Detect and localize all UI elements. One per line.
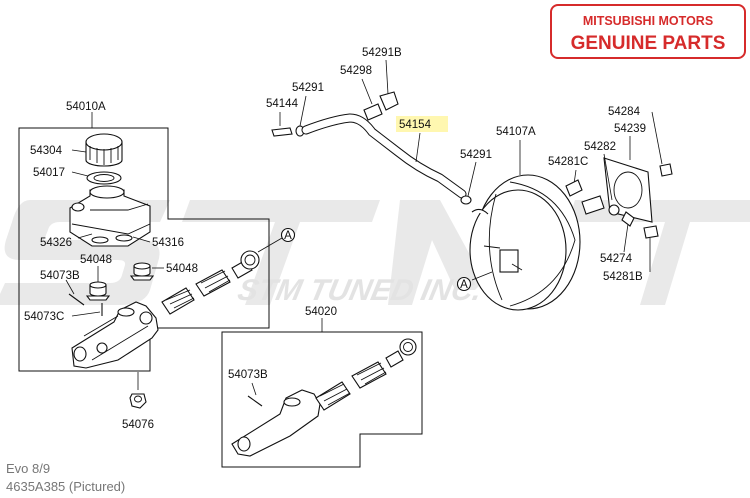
label-54073B-bottom: 54073B bbox=[228, 369, 268, 381]
brake-booster-54107A: 54107A A bbox=[456, 126, 581, 311]
badge-genuine-parts: GENUINE PARTS bbox=[571, 33, 726, 54]
reservoir-tank bbox=[69, 185, 151, 247]
master-cylinder-body bbox=[71, 301, 159, 369]
label-54010A: 54010A bbox=[66, 101, 106, 113]
footer-part-number: 4635A385 (Pictured) bbox=[6, 479, 126, 494]
label-54239: 54239 bbox=[614, 123, 646, 135]
pin-54073B-bottom bbox=[247, 395, 263, 407]
reservoir-seal bbox=[86, 171, 122, 185]
label-54316: 54316 bbox=[152, 237, 184, 249]
genuine-parts-badge: MITSUBISHI MOTORS GENUINE PARTS bbox=[550, 4, 746, 59]
grommet-right bbox=[129, 262, 155, 281]
label-54076: 54076 bbox=[122, 419, 154, 431]
label-54073B-top: 54073B bbox=[40, 270, 80, 282]
booster-mounting-parts: 54284 54239 54282 54281C 54274 54281B bbox=[548, 106, 673, 283]
label-54282: 54282 bbox=[584, 141, 616, 153]
reservoir-cap bbox=[85, 133, 123, 167]
label-54291B: 54291B bbox=[362, 47, 402, 59]
label-54284: 54284 bbox=[608, 106, 641, 118]
grommet-left bbox=[85, 281, 111, 301]
label-54291-top: 54291 bbox=[292, 82, 324, 94]
master-cylinder-assembly: 54010A 54304 54017 bbox=[18, 101, 296, 372]
label-54020: 54020 bbox=[305, 306, 337, 318]
hose-clamp-54291B bbox=[379, 91, 399, 111]
label-54048-right: 54048 bbox=[166, 263, 198, 275]
mounting-bolt-54076: 54076 bbox=[122, 372, 154, 431]
label-54154: 54154 bbox=[399, 119, 432, 131]
pin-54073B-top bbox=[68, 293, 85, 306]
label-54144: 54144 bbox=[266, 98, 299, 110]
label-54274: 54274 bbox=[600, 253, 633, 265]
label-54281C: 54281C bbox=[548, 156, 588, 168]
hose-clamp-booster bbox=[460, 195, 472, 205]
ref-a-booster: A bbox=[460, 279, 468, 291]
label-54017: 54017 bbox=[33, 167, 65, 179]
watermark-text: STM TUNED INC. bbox=[235, 274, 485, 307]
label-54154-highlight bbox=[396, 116, 448, 132]
label-54048-left: 54048 bbox=[80, 254, 112, 266]
label-54281B: 54281B bbox=[603, 271, 643, 283]
label-54291-mid: 54291 bbox=[460, 149, 492, 161]
check-valve-54144 bbox=[271, 127, 293, 137]
label-54304: 54304 bbox=[30, 145, 63, 157]
footer-model: Evo 8/9 bbox=[6, 461, 51, 476]
label-54298: 54298 bbox=[340, 65, 372, 77]
label-54326: 54326 bbox=[40, 237, 72, 249]
ref-a-master: A bbox=[284, 230, 292, 242]
primary-piston-assembly bbox=[161, 250, 260, 315]
repair-kit-54020: 54020 54073B bbox=[221, 306, 423, 468]
connector-54298 bbox=[363, 103, 383, 121]
vacuum-hose-group: 54291B 54298 54291 54144 54154 54291 bbox=[266, 47, 492, 205]
badge-brand: MITSUBISHI MOTORS bbox=[583, 14, 713, 28]
label-54107A: 54107A bbox=[496, 126, 536, 138]
label-54073C: 54073C bbox=[24, 311, 64, 323]
